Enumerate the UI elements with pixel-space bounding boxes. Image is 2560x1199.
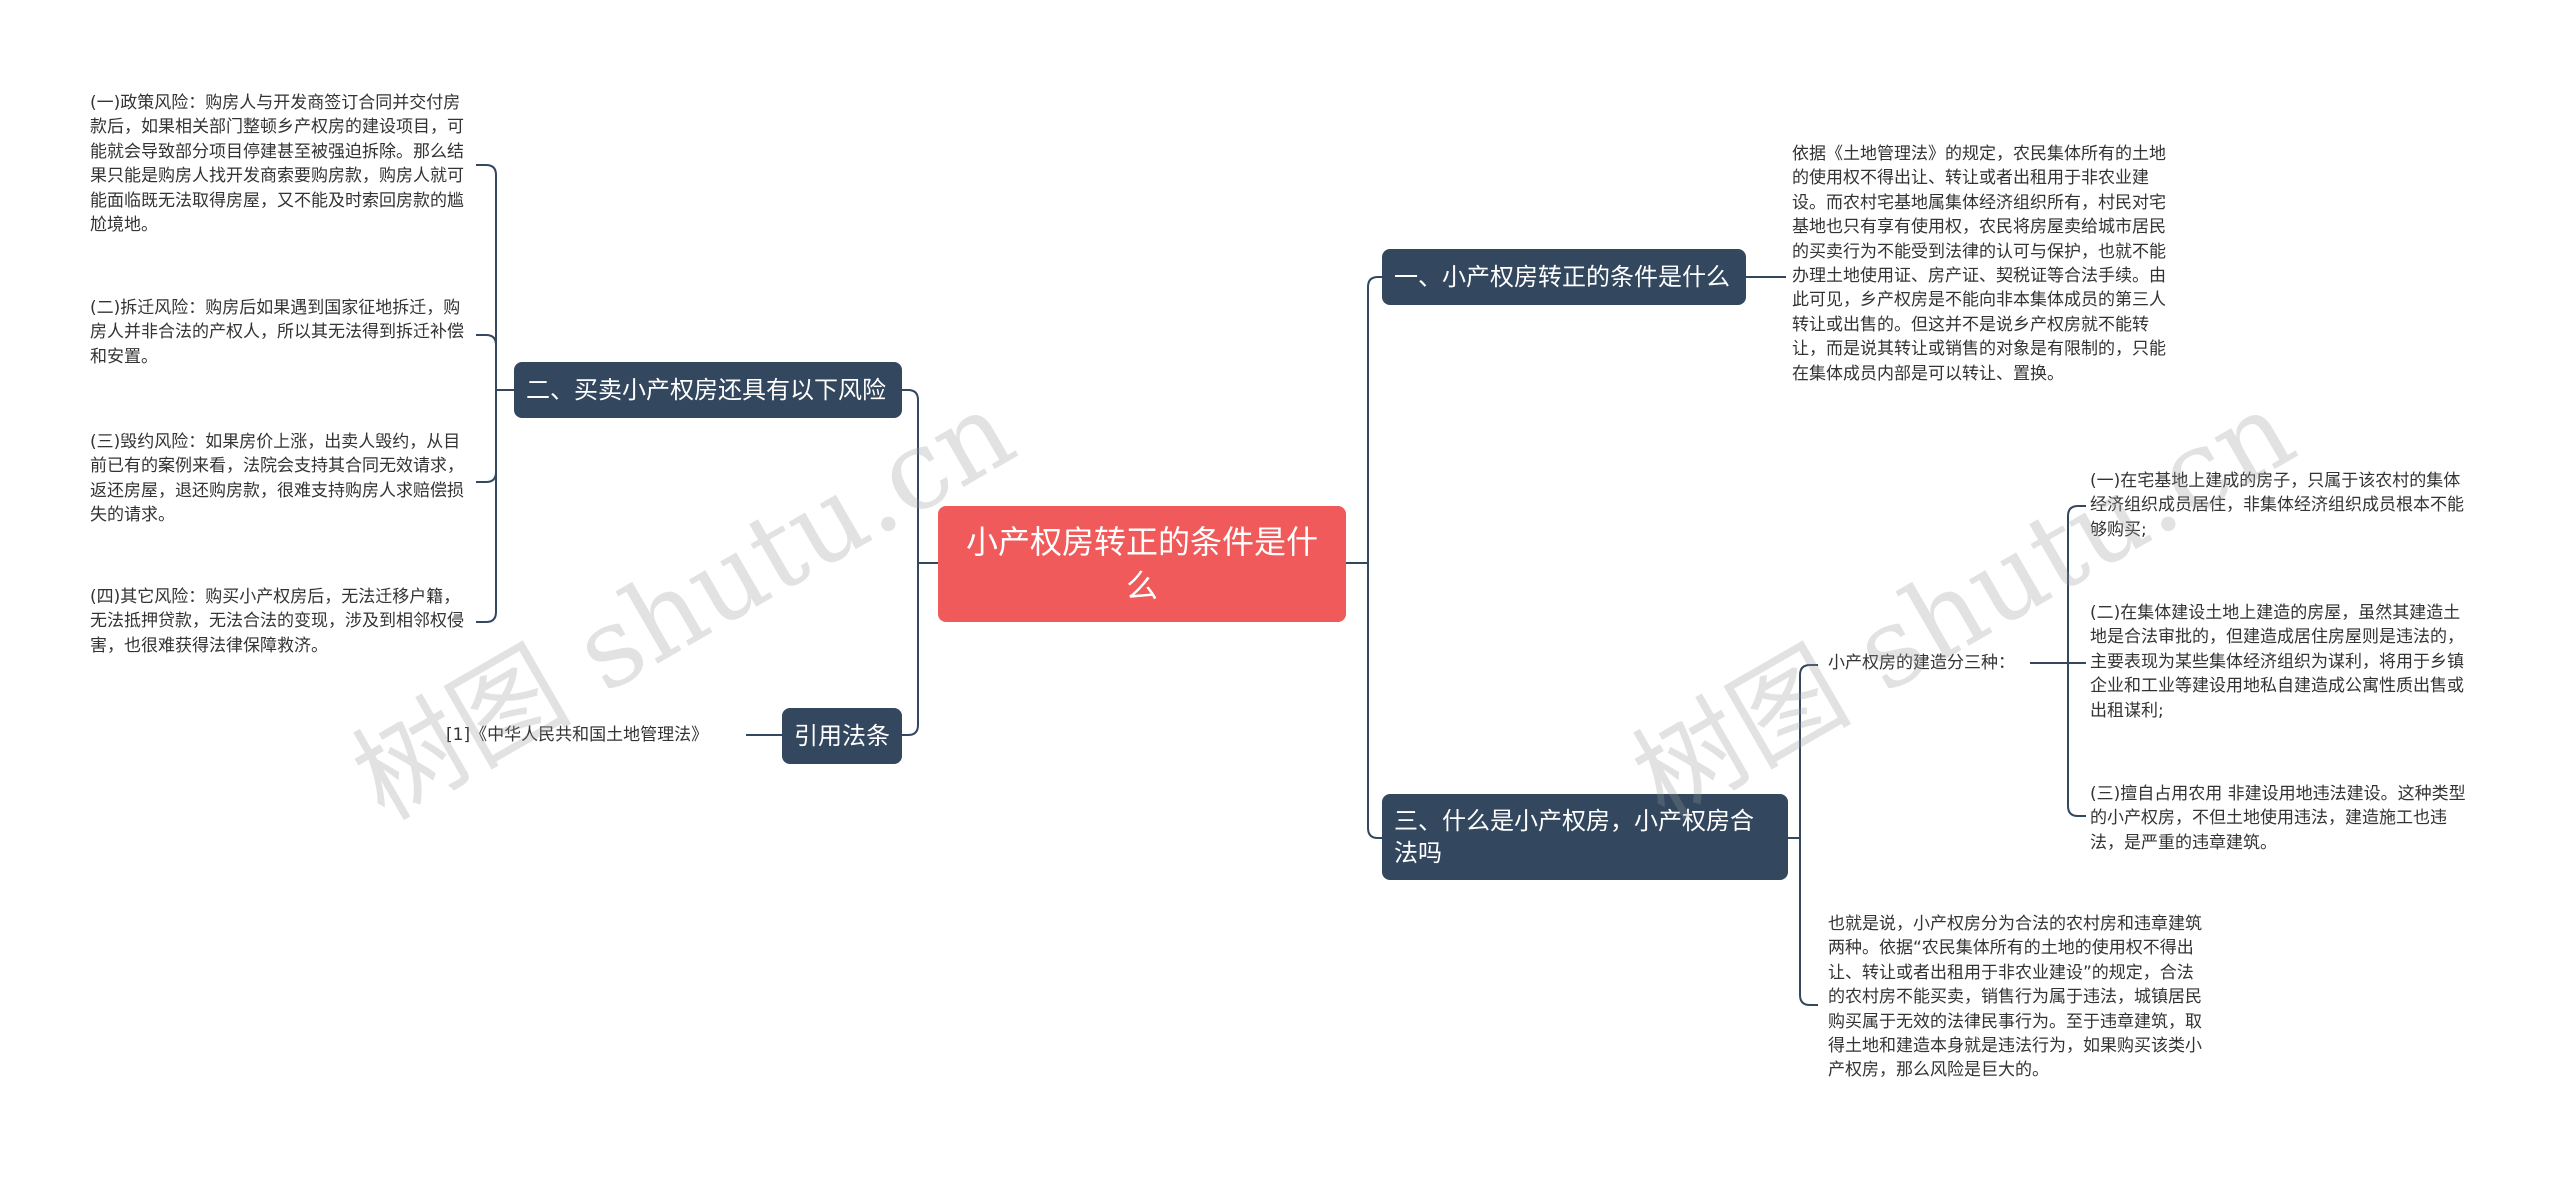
branch-node-citations[interactable]: 引用法条 [782, 708, 902, 764]
root-topic-label: 小产权房转正的条件是什么 [965, 523, 1318, 605]
branch-node-risks[interactable]: 二、买卖小产权房还具有以下风险 [514, 362, 902, 418]
root-topic[interactable]: 小产权房转正的条件是什么 [938, 506, 1346, 622]
branch-node-conditions[interactable]: 一、小产权房转正的条件是什么 [1382, 249, 1746, 305]
leaf-text-conditions: 依据《土地管理法》的规定，农民集体所有的土地的使用权不得出让、转让或者出租用于非… [1792, 144, 2166, 384]
risk-item-breach: (三)毁约风险：如果房价上涨，出卖人毁约，从目前已有的案例来看，法院会支持其合同… [90, 432, 464, 526]
sub-item-3: (三)擅自占用农用 非建设用地违法建设。这种类型的小产权房，不但土地使用违法，建… [2090, 784, 2466, 853]
risk-item-demolition: (二)拆迁风险：购房后如果遇到国家征地拆迁，购房人并非合法的产权人，所以其无法得… [90, 298, 464, 367]
risk-item-policy: (一)政策风险：购房人与开发商签订合同并交付房款后，如果相关部门整顿乡产权房的建… [90, 93, 464, 236]
branch-label: 三、什么是小产权房，小产权房合法吗 [1394, 807, 1754, 867]
sub-item-2: (二)在集体建设土地上建造的房屋，虽然其建造土地是合法审批的，但建造成居住房屋则… [2090, 603, 2464, 721]
risk-item-other: (四)其它风险：购买小产权房后，无法迁移户籍，无法抵押贷款，无法合法的变现，涉及… [90, 587, 464, 656]
citation-item: [1]《中华人民共和国土地管理法》 [446, 725, 709, 745]
branch-label: 二、买卖小产权房还具有以下风险 [526, 376, 886, 404]
sub-item-1: (一)在宅基地上建成的房子，只属于该农村的集体经济组织成员居住，非集体经济组织成… [2090, 471, 2464, 540]
branch-node-definition[interactable]: 三、什么是小产权房，小产权房合法吗 [1382, 794, 1788, 880]
leaf-text-definition: 也就是说，小产权房分为合法的农村房和违章建筑两种。依据“农民集体所有的土地的使用… [1828, 914, 2202, 1081]
branch-label: 引用法条 [794, 722, 890, 750]
branch-label: 一、小产权房转正的条件是什么 [1394, 263, 1730, 291]
sub-topic-three-types: 小产权房的建造分三种： [1828, 653, 2015, 673]
